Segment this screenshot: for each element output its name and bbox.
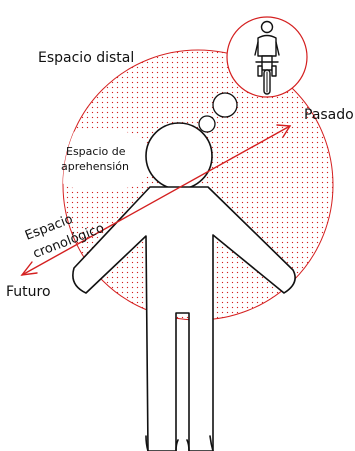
thought-bubbles bbox=[198, 92, 238, 133]
label-apprehension-line1: Espacio de bbox=[66, 145, 126, 158]
label-future: Futuro bbox=[6, 284, 51, 300]
label-distal-space: Espacio distal bbox=[38, 50, 134, 66]
label-apprehension-line2: aprehensión bbox=[61, 160, 129, 173]
cyclist-icon bbox=[254, 20, 280, 95]
apprehension-space-area bbox=[63, 128, 155, 192]
arrow-head-past bbox=[276, 124, 292, 138]
chronological-arrow bbox=[20, 124, 292, 276]
person-figure bbox=[72, 122, 296, 451]
arrow-head-future bbox=[20, 261, 38, 276]
label-past: Pasado bbox=[304, 107, 354, 123]
person-body bbox=[72, 186, 296, 451]
person-head bbox=[145, 122, 213, 190]
